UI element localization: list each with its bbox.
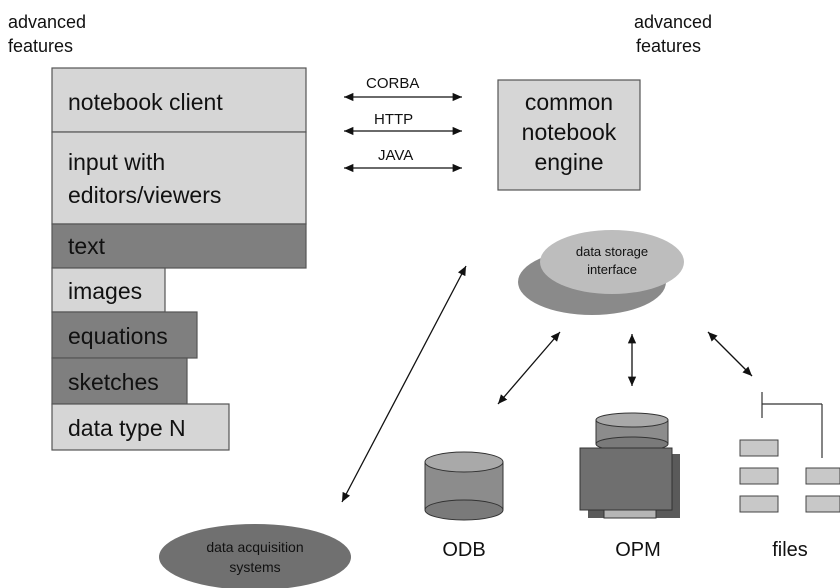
advanced-features-right-line2: features bbox=[636, 36, 701, 56]
odb-cylinder-icon bbox=[424, 451, 504, 521]
storage-line2: interface bbox=[587, 262, 637, 277]
notebook-client-stack: notebook client input with editors/viewe… bbox=[51, 67, 307, 451]
acquisition-ellipse bbox=[159, 524, 351, 588]
http-label: HTTP bbox=[374, 111, 413, 128]
advanced-features-left-line2: features bbox=[8, 36, 73, 56]
files-label: files bbox=[772, 539, 808, 561]
text-label: text bbox=[68, 233, 106, 259]
data-acquisition-systems: data acquisition systems bbox=[159, 524, 351, 588]
acquisition-line1: data acquisition bbox=[206, 539, 303, 555]
engine-line2: notebook bbox=[522, 119, 617, 145]
storage-disk-top bbox=[540, 230, 684, 294]
acquisition-arrow bbox=[341, 265, 467, 503]
corba-label: CORBA bbox=[366, 75, 419, 92]
odb-label: ODB bbox=[442, 539, 485, 561]
storage-odb-arrow bbox=[497, 331, 561, 405]
text-box bbox=[51, 223, 307, 269]
data-storage-interface: data storage interface bbox=[518, 230, 684, 315]
opm-label: OPM bbox=[615, 539, 661, 561]
java-label: JAVA bbox=[378, 147, 413, 164]
data-type-n-label: data type N bbox=[68, 415, 186, 441]
sketches-label: sketches bbox=[68, 369, 159, 395]
files-tree-icon bbox=[739, 392, 840, 513]
data-type-n-box bbox=[51, 403, 230, 451]
engine-line3: engine bbox=[534, 149, 603, 175]
input-editors-box bbox=[51, 131, 307, 225]
notebook-client-header-box bbox=[51, 67, 307, 133]
input-editors-line2: editors/viewers bbox=[68, 182, 221, 208]
storage-files-arrow bbox=[707, 331, 753, 377]
opm-server-icon bbox=[579, 412, 680, 519]
storage-line1: data storage bbox=[576, 244, 648, 259]
acquisition-line2: systems bbox=[229, 559, 280, 575]
images-box bbox=[51, 267, 166, 313]
equations-box bbox=[51, 311, 198, 359]
advanced-features-left-line1: advanced bbox=[8, 12, 86, 32]
input-editors-line1: input with bbox=[68, 149, 165, 175]
images-label: images bbox=[68, 278, 142, 304]
engine-line1: common bbox=[525, 89, 613, 115]
advanced-features-right-line1: advanced bbox=[634, 12, 712, 32]
notebook-engine-box bbox=[497, 79, 641, 191]
equations-label: equations bbox=[68, 323, 168, 349]
notebook-client-label: notebook client bbox=[68, 89, 223, 115]
